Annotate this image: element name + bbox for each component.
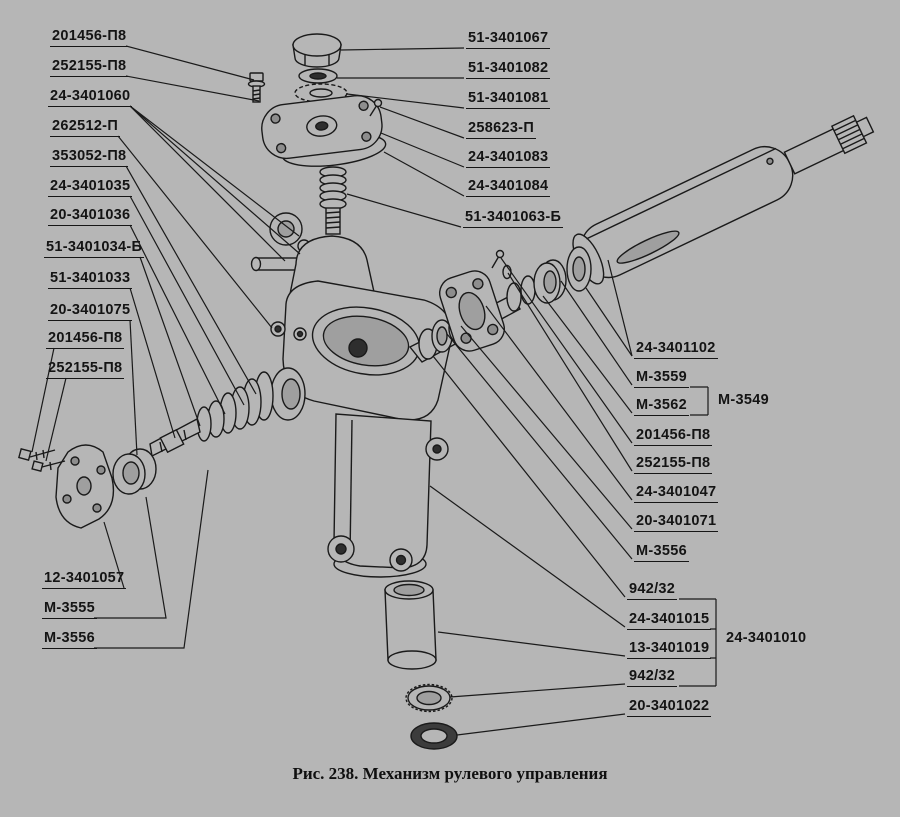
part-label: 24-3401084 [466, 178, 551, 197]
part-label: 20-3401036 [48, 207, 133, 226]
part-top-cover [261, 94, 383, 160]
part-end-cover-plate [55, 444, 115, 529]
part-label: 201456-П8 [46, 330, 125, 349]
part-cover-stud [369, 98, 383, 117]
part-label: 252155-П8 [634, 455, 713, 474]
part-sector-shaft-end [348, 338, 368, 358]
part-label: 24-3401060 [48, 88, 133, 107]
part-lock-washer [298, 68, 338, 84]
part-label: 12-3401057 [42, 570, 127, 589]
part-label: 13-3401019 [627, 640, 712, 659]
part-label: 51-3401067 [466, 30, 551, 49]
part-label: 262512-П [50, 118, 121, 137]
part-label: 20-3401022 [627, 698, 712, 717]
part-label: М-3559 [634, 369, 689, 388]
part-label: 201456-П8 [50, 28, 129, 47]
part-filler-plugs [270, 321, 307, 341]
part-cover-bolts [18, 447, 66, 473]
part-adjuster-nut [405, 683, 453, 713]
leader-lines [31, 45, 717, 736]
part-label: 353052-П8 [50, 148, 129, 167]
part-label: 51-3401082 [466, 60, 551, 79]
part-adjusting-screw [325, 207, 341, 235]
part-label: М-3556 [634, 543, 689, 562]
part-piston-cylinder [384, 580, 437, 670]
part-label: М-3562 [634, 397, 689, 416]
part-label: 51-3401033 [48, 270, 133, 289]
part-label: 24-3401047 [634, 484, 719, 503]
part-label: 20-3401071 [634, 513, 719, 532]
part-side-shaft [250, 256, 305, 272]
part-label: 24-3401102 [634, 340, 718, 359]
part-mounting-ears [327, 437, 449, 572]
part-label: 201456-П8 [634, 427, 713, 446]
part-bearing-m3559 [533, 259, 567, 304]
figure-caption: Рис. 238. Механизм рулевого управления [292, 764, 608, 783]
part-spring-washer-stack [196, 371, 274, 442]
part-label: 24-3401083 [466, 149, 551, 168]
group-label-cylinder-set: 24-3401010 [726, 630, 807, 646]
bracket-24-3401010 [679, 598, 717, 687]
part-housing-neck [289, 235, 375, 295]
bracket-m3549 [690, 386, 709, 416]
part-bearing-cup [112, 448, 157, 495]
part-bearing-m3556 [431, 319, 453, 353]
part-steering-column-tube [572, 114, 875, 285]
part-bearing-flange [438, 270, 506, 352]
housing-shading-line [349, 419, 353, 557]
part-housing-opening [311, 306, 421, 376]
part-label: 252155-П8 [50, 58, 129, 77]
part-label: 24-3401035 [48, 178, 133, 197]
part-label: 252155-П8 [46, 360, 125, 379]
part-oil-seal [410, 722, 458, 750]
part-label: 51-3401081 [466, 90, 551, 109]
part-label: 20-3401075 [48, 302, 133, 321]
parts [18, 33, 875, 750]
part-label: 24-3401015 [627, 611, 712, 630]
part-tube-end-ring [566, 246, 592, 292]
part-flange-bolt [491, 249, 512, 280]
part-label: 51-3401034-Б [44, 239, 145, 258]
part-label: 942/32 [627, 668, 678, 687]
part-label: 258623-П [466, 120, 537, 139]
part-fastener-bolt-icon [247, 72, 266, 103]
part-label: М-3555 [42, 600, 97, 619]
part-label: М-3556 [42, 630, 97, 649]
group-label-bearing-set: М-3549 [718, 392, 769, 408]
part-spring [319, 166, 347, 210]
part-side-port [270, 367, 306, 421]
part-label: 942/32 [627, 581, 678, 600]
part-cap-nut [292, 33, 342, 68]
part-label: 51-3401063-Б [463, 209, 564, 228]
